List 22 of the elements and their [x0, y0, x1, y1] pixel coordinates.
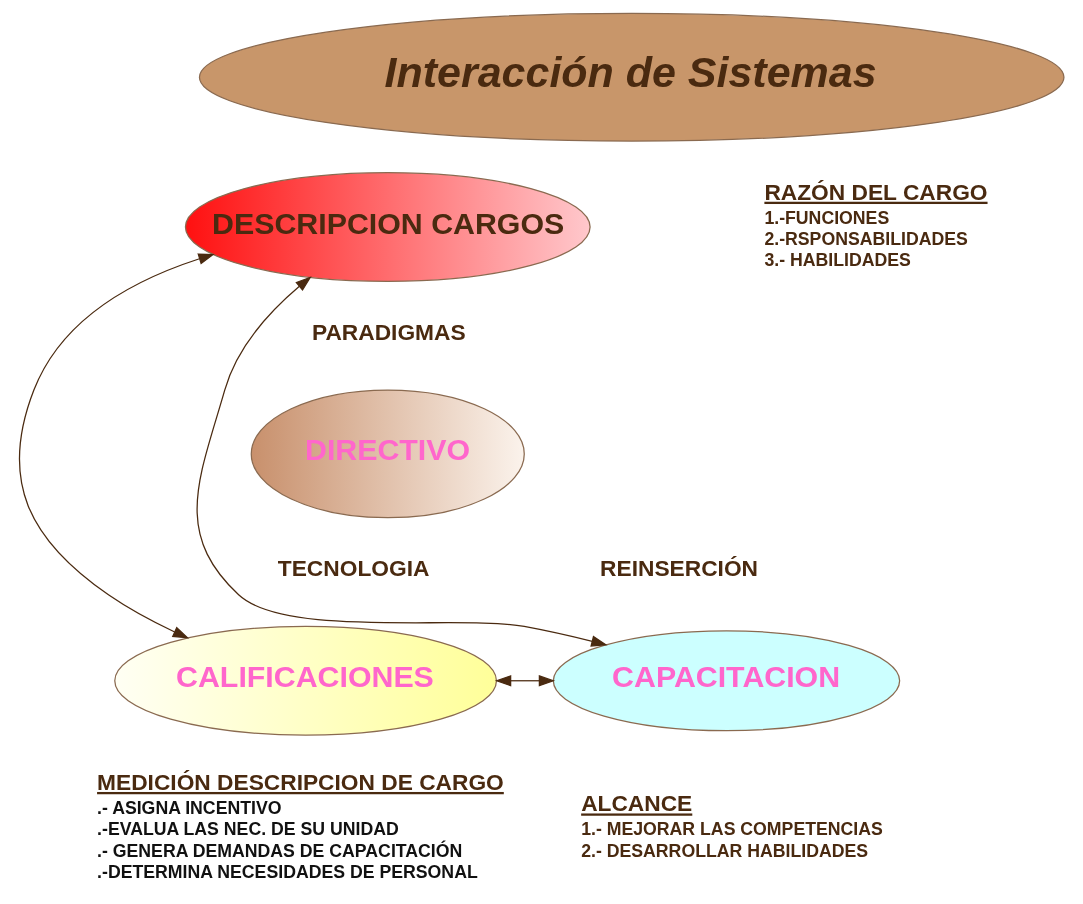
node-ellipse: DESCRIPCION CARGOS: [184, 172, 591, 282]
label: 3.- HABILIDADES: [764, 250, 911, 271]
label: RAZÓN DEL CARGO: [764, 178, 988, 205]
label: PARADIGMAS: [311, 319, 466, 346]
label: MEDICIÓN DESCRIPCION DE CARGO: [97, 768, 504, 795]
node-ellipse: Interacción de Sistemas: [198, 12, 1065, 142]
label: 1.-FUNCIONES: [764, 207, 890, 228]
arrow: [18, 253, 215, 639]
label: TECNOLOGIA: [277, 555, 430, 582]
arrow: [196, 276, 608, 647]
label: 1.- MEJORAR LAS COMPETENCIAS: [581, 819, 883, 840]
label: 2.-RSPONSABILIDADES: [764, 228, 968, 249]
label: 2.- DESARROLLAR HABILIDADES: [581, 840, 869, 861]
label: REINSERCIÓN: [600, 555, 759, 582]
arrow: [494, 675, 556, 687]
node-ellipse: CAPACITACION: [552, 630, 901, 732]
label: .- ASIGNA INCENTIVO: [97, 797, 282, 818]
node-ellipse: DIRECTIVO: [250, 389, 525, 519]
label: .-EVALUA LAS NEC. DE SU UNIDAD: [97, 819, 399, 840]
label: ALCANCE: [581, 790, 693, 817]
label: .- GENERA DEMANDAS DE CAPACITACIÓN: [97, 840, 463, 861]
label: .-DETERMINA NECESIDADES DE PERSONAL: [97, 862, 478, 883]
